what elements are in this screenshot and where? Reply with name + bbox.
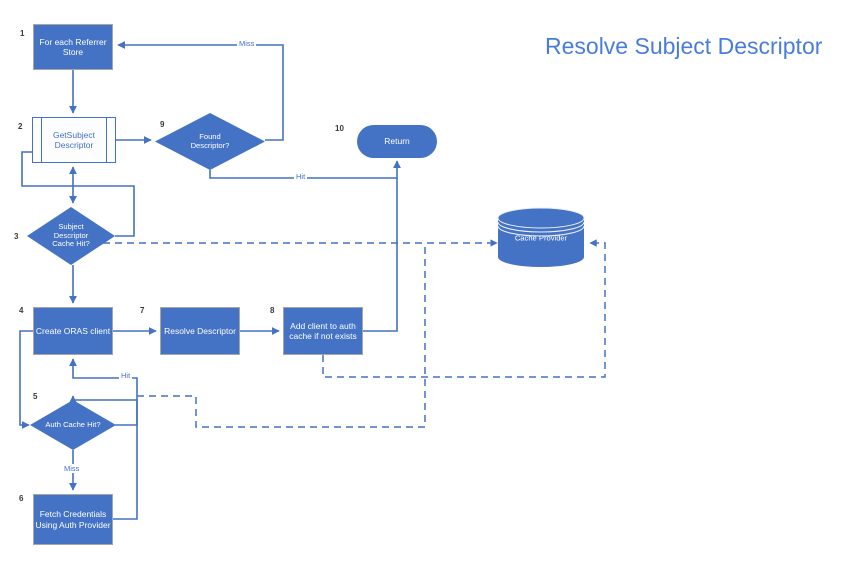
node-3-label-line1: Subject xyxy=(58,221,84,231)
node-9-label-line1: Found xyxy=(199,131,221,141)
node-fetch-credentials[interactable]: Fetch Credentials Using Auth Provider xyxy=(33,494,113,545)
edge-3-to-2 xyxy=(73,185,135,237)
step-number-7: 7 xyxy=(140,306,145,315)
page-title: Resolve Subject Descriptor xyxy=(545,33,823,59)
edge-5-to-cache-dashed xyxy=(137,243,426,428)
edge-2-to-3 xyxy=(21,151,77,204)
predef-bar-right xyxy=(106,118,107,162)
step-number-3: 3 xyxy=(14,232,19,241)
step-number-2: 2 xyxy=(18,122,23,131)
node-for-each-referrer-store[interactable]: For each Referrer Store xyxy=(33,24,113,70)
node-2-label-line1: GetSubject xyxy=(52,129,96,140)
node-9-label: Found Descriptor? xyxy=(155,113,265,170)
node-6-label-line1: Fetch Credentials xyxy=(39,509,107,520)
node-2-label: GetSubject Descriptor xyxy=(53,130,95,150)
node-3-label: Subject Descriptor Cache Hit? xyxy=(27,207,115,265)
node-6-label-line2: Using Auth Provider xyxy=(35,519,111,530)
node-7-label: Resolve Descriptor xyxy=(164,325,236,336)
node-2-label-line2: Descriptor xyxy=(54,140,94,150)
step-number-6: 6 xyxy=(19,494,24,503)
node-cache-provider[interactable]: Cache Provider xyxy=(497,207,585,268)
edge-5-hit-to-4 xyxy=(69,358,138,426)
node-8-label-line2: cache if not exists xyxy=(289,331,357,341)
predef-bar-left xyxy=(41,118,42,162)
node-1-label-line2: Store xyxy=(62,47,84,57)
diamond-shape-9 xyxy=(155,113,265,170)
node-add-client-to-auth-cache[interactable]: Add client to auth cache if not exists xyxy=(283,307,363,355)
step-number-4: 4 xyxy=(19,306,24,315)
step-number-9: 9 xyxy=(160,120,165,129)
node-8-label-line1: Add client to auth xyxy=(290,320,356,331)
node-1-label-line1: For each Referrer xyxy=(39,36,107,47)
node-10-label: Return xyxy=(384,136,410,147)
node-return[interactable]: Return xyxy=(357,125,437,158)
step-number-8: 8 xyxy=(270,306,275,315)
edge-9-miss-to-1 xyxy=(117,41,284,141)
node-auth-cache-hit[interactable]: Auth Cache Hit? xyxy=(30,400,116,450)
edge-label-hit-auth: Hit xyxy=(119,371,133,380)
cylinder-shape xyxy=(497,207,585,267)
node-6-label: Fetch Credentials Using Auth Provider xyxy=(35,509,110,529)
node-found-descriptor[interactable]: Found Descriptor? xyxy=(155,113,265,170)
node-5-label: Auth Cache Hit? xyxy=(45,419,101,429)
node-3-label-line2: Descriptor xyxy=(53,230,89,240)
node-create-oras-client[interactable]: Create ORAS client xyxy=(33,307,113,355)
edge-label-miss-auth: Miss xyxy=(62,464,82,473)
node-4-label: Create ORAS client xyxy=(35,325,111,336)
edge-8-to-cache-dashed xyxy=(322,239,606,378)
edge-6-to-5 xyxy=(69,395,138,520)
node-3-label-line3: Cache Hit? xyxy=(52,239,90,249)
edge-8-to-return-path xyxy=(363,178,398,332)
edge-4-to-5 xyxy=(19,330,33,429)
edge-label-hit-return: Hit xyxy=(294,172,308,181)
step-number-10: 10 xyxy=(335,124,344,133)
node-subject-descriptor-cache-hit[interactable]: Subject Descriptor Cache Hit? xyxy=(27,207,115,265)
node-8-label: Add client to auth cache if not exists xyxy=(289,321,357,341)
cache-provider-label: Cache Provider xyxy=(514,233,568,242)
step-number-1: 1 xyxy=(20,29,25,38)
step-number-5: 5 xyxy=(33,392,38,401)
node-9-label-line2: Descriptor? xyxy=(190,140,230,150)
node-get-subject-descriptor[interactable]: GetSubject Descriptor xyxy=(32,117,116,163)
diamond-shape-5 xyxy=(30,400,116,450)
node-resolve-descriptor[interactable]: Resolve Descriptor xyxy=(160,307,240,355)
edge-label-miss-top: Miss xyxy=(237,39,257,48)
node-1-label: For each Referrer Store xyxy=(39,37,106,57)
diamond-shape-3 xyxy=(27,207,115,265)
